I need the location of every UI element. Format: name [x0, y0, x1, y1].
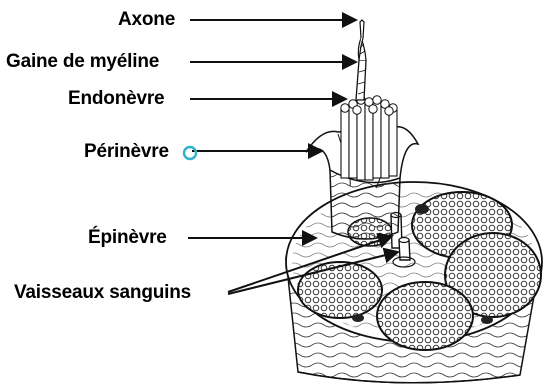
label-vaisseaux-sanguins: Vaisseaux sanguins — [14, 283, 191, 302]
label-epinevre: Épinèvre — [88, 228, 167, 247]
cursor-ring — [184, 147, 196, 159]
label-endonevre: Endonèvre — [68, 89, 164, 108]
label-perinevre: Périnèvre — [84, 142, 169, 161]
label-axone: Axone — [118, 10, 175, 29]
fiber-bundle — [341, 96, 397, 180]
myelinated-axon — [356, 20, 366, 100]
label-gaine-de-myeline: Gaine de myéline — [6, 52, 159, 71]
